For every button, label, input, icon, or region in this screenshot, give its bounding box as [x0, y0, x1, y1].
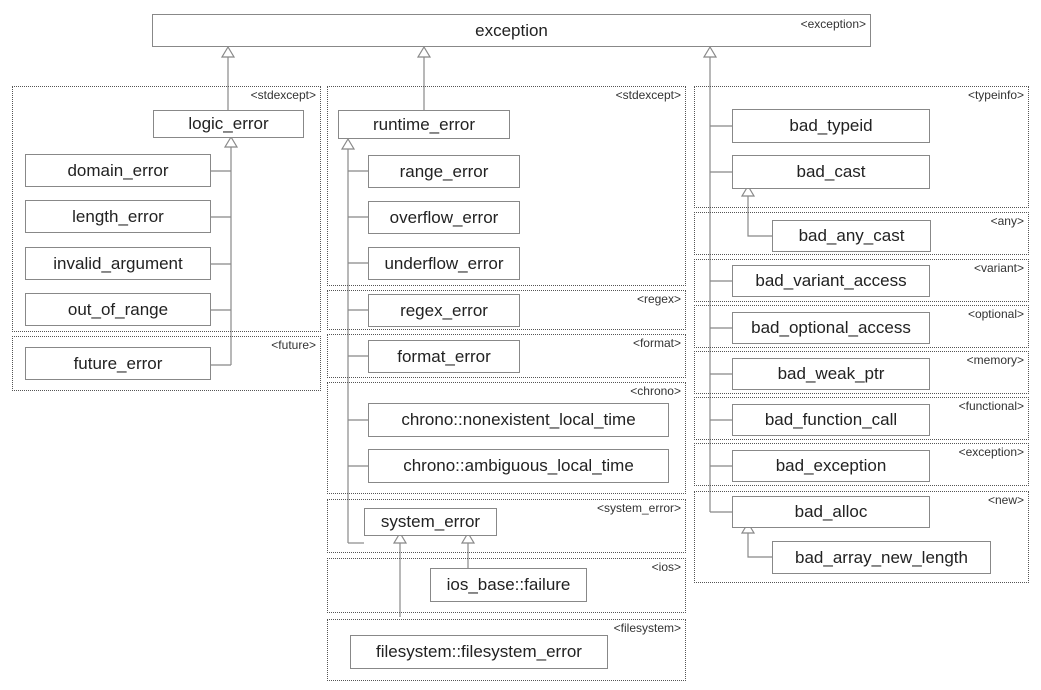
class-underflow-error: underflow_error: [368, 247, 520, 280]
class-length-error: length_error: [25, 200, 211, 233]
arrowhead-logic: [220, 45, 236, 58]
class-bad-exception: bad_exception: [732, 450, 930, 482]
class-label: bad_typeid: [789, 116, 873, 135]
class-bad-weak-ptr: bad_weak_ptr: [732, 358, 930, 390]
class-bad-variant-access: bad_variant_access: [732, 265, 930, 297]
class-label: bad_exception: [775, 456, 887, 475]
group-ios: <ios>: [327, 558, 686, 613]
class-logic-error: logic_error: [153, 110, 304, 138]
group-new: <new>: [694, 491, 1029, 583]
class-format-error: format_error: [368, 340, 520, 373]
class-system-error: system_error: [364, 508, 497, 536]
group-header: <stdexcept>: [615, 88, 681, 102]
group-header: <ios>: [651, 560, 681, 574]
class-bad-alloc: bad_alloc: [732, 496, 930, 528]
group-stdexcept-left: <stdexcept>: [12, 86, 321, 332]
class-label: bad_weak_ptr: [777, 364, 885, 383]
group-memory: <memory>: [694, 351, 1029, 394]
arrowhead-right: [702, 45, 718, 58]
group-format: <format>: [327, 334, 686, 378]
class-label: bad_function_call: [764, 410, 898, 429]
class-bad-array-new-length: bad_array_new_length: [772, 541, 991, 574]
group-typeinfo: <typeinfo>: [694, 86, 1029, 208]
class-nonexistent-local-time: chrono::nonexistent_local_time: [368, 403, 669, 437]
header-label: <exception>: [800, 17, 866, 31]
group-header: <optional>: [967, 307, 1024, 321]
class-label: runtime_error: [372, 114, 476, 134]
class-label: exception: [475, 20, 548, 40]
group-header: <memory>: [966, 353, 1024, 367]
group-header: <format>: [632, 336, 681, 350]
class-label: out_of_range: [67, 299, 169, 319]
class-ios-base-failure: ios_base::failure: [430, 568, 587, 602]
class-bad-function-call: bad_function_call: [732, 404, 930, 436]
group-header: <filesystem>: [613, 621, 681, 635]
class-label: bad_optional_access: [751, 318, 911, 337]
group-header: <stdexcept>: [250, 88, 316, 102]
class-label: length_error: [72, 206, 164, 226]
group-variant: <variant>: [694, 259, 1029, 302]
group-regex: <regex>: [327, 290, 686, 330]
class-label: regex_error: [400, 300, 488, 320]
class-bad-typeid: bad_typeid: [732, 109, 930, 143]
group-future: <future>: [12, 336, 321, 391]
class-range-error: range_error: [368, 155, 520, 188]
class-overflow-error: overflow_error: [368, 201, 520, 234]
class-label: bad_any_cast: [798, 226, 905, 245]
class-label: chrono::ambiguous_local_time: [403, 456, 634, 475]
class-ambiguous-local-time: chrono::ambiguous_local_time: [368, 449, 669, 483]
class-runtime-error: runtime_error: [338, 110, 510, 139]
class-future-error: future_error: [25, 347, 211, 380]
class-label: domain_error: [67, 160, 169, 180]
group-filesystem: <filesystem>: [327, 619, 686, 681]
group-any: <any>: [694, 212, 1029, 255]
class-filesystem-error: filesystem::filesystem_error: [350, 635, 608, 669]
class-label: system_error: [380, 512, 481, 531]
class-label: invalid_argument: [53, 253, 183, 273]
class-label: bad_alloc: [794, 502, 868, 521]
class-regex-error: regex_error: [368, 294, 520, 327]
class-label: ios_base::failure: [446, 575, 571, 594]
class-label: bad_cast: [796, 162, 866, 181]
class-domain-error: domain_error: [25, 154, 211, 187]
group-header: <functional>: [958, 399, 1024, 413]
group-header: <regex>: [636, 292, 681, 306]
class-bad-optional-access: bad_optional_access: [732, 312, 930, 344]
group-header: <future>: [271, 338, 316, 352]
class-bad-any-cast: bad_any_cast: [772, 220, 931, 252]
class-label: bad_array_new_length: [795, 547, 968, 567]
class-label: bad_variant_access: [755, 271, 907, 290]
class-invalid-argument: invalid_argument: [25, 247, 211, 280]
class-label: logic_error: [188, 114, 269, 133]
class-out-of-range: out_of_range: [25, 293, 211, 326]
class-label: underflow_error: [384, 253, 504, 273]
arrowhead-runtime: [416, 45, 432, 58]
group-exception-right: <exception>: [694, 443, 1029, 486]
group-stdexcept-mid: <stdexcept>: [327, 86, 686, 286]
class-label: filesystem::filesystem_error: [376, 642, 582, 661]
group-chrono: <chrono>: [327, 382, 686, 494]
group-header: <chrono>: [630, 384, 681, 398]
group-system-error: <system_error>: [327, 499, 686, 553]
class-label: format_error: [397, 346, 491, 366]
group-header: <any>: [990, 214, 1024, 228]
group-optional: <optional>: [694, 305, 1029, 348]
class-label: range_error: [399, 161, 489, 181]
class-bad-cast: bad_cast: [732, 155, 930, 189]
class-label: chrono::nonexistent_local_time: [401, 410, 636, 429]
group-header: <variant>: [973, 261, 1024, 275]
group-header: <system_error>: [596, 501, 681, 515]
group-header: <exception>: [958, 445, 1024, 459]
class-exception: exception <exception>: [152, 14, 871, 47]
class-label: overflow_error: [389, 207, 499, 227]
class-label: future_error: [73, 353, 163, 373]
group-header: <new>: [987, 493, 1024, 507]
group-header: <typeinfo>: [967, 88, 1024, 102]
group-functional: <functional>: [694, 397, 1029, 440]
